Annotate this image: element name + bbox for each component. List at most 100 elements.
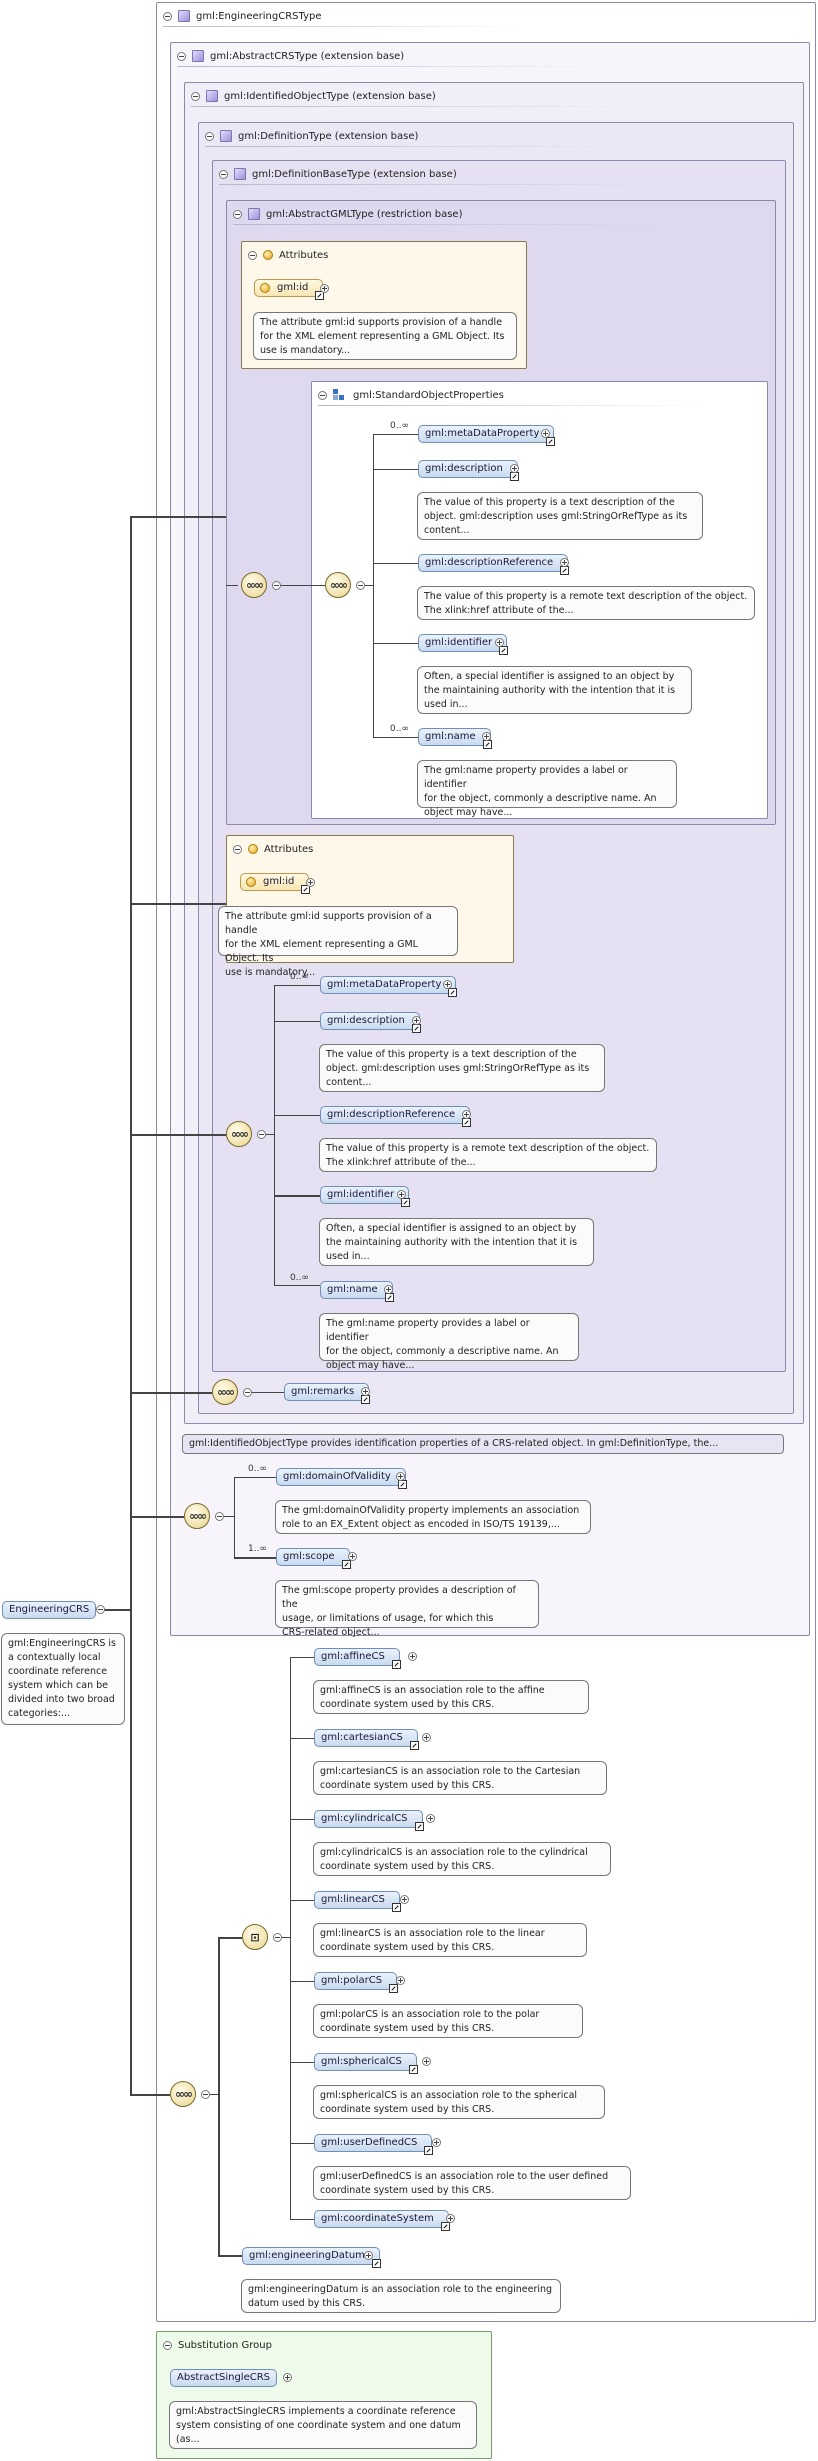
expand-toggle[interactable] — [560, 558, 569, 567]
element-identifier[interactable]: gml:identifier — [418, 634, 509, 655]
collapse-toggle[interactable] — [243, 1388, 252, 1397]
type-title: gml:AbstractGMLType (restriction base) — [266, 208, 463, 220]
element-identifier[interactable]: gml:identifier — [320, 1186, 411, 1207]
link-icon[interactable] — [482, 740, 492, 749]
collapse-toggle[interactable] — [356, 581, 365, 590]
collapse-toggle[interactable] — [163, 2340, 172, 2350]
link-icon[interactable] — [389, 1984, 399, 1993]
collapse-toggle[interactable] — [96, 1605, 105, 1614]
expand-toggle[interactable] — [397, 1190, 406, 1199]
element-cs-choice[interactable]: gml:cartesianCS — [314, 1729, 419, 1750]
collapse-toggle[interactable] — [248, 250, 257, 260]
element-description-reference[interactable]: gml:descriptionReference — [418, 554, 570, 575]
connector — [373, 737, 418, 738]
collapse-toggle[interactable] — [233, 209, 242, 219]
collapse-toggle[interactable] — [205, 131, 214, 141]
element-meta-data-property[interactable]: gml:metaDataProperty — [320, 976, 458, 997]
element-cs-choice[interactable]: gml:sphericalCS — [314, 2053, 418, 2074]
expand-toggle[interactable] — [348, 1552, 357, 1561]
link-icon[interactable] — [509, 472, 519, 481]
collapse-toggle[interactable] — [219, 169, 228, 179]
expand-toggle[interactable] — [396, 1472, 405, 1481]
expand-toggle[interactable] — [482, 732, 491, 741]
collapse-toggle[interactable] — [272, 581, 281, 590]
link-icon[interactable] — [499, 646, 509, 655]
link-icon[interactable] — [315, 291, 325, 300]
link-icon[interactable] — [301, 885, 311, 894]
link-icon[interactable] — [440, 2222, 450, 2231]
link-icon[interactable] — [414, 1822, 424, 1831]
element-cs-choice[interactable]: gml:cylindricalCS — [314, 1810, 424, 1831]
collapse-toggle[interactable] — [257, 1130, 266, 1139]
element-abstract-single-crs[interactable]: AbstractSingleCRS — [170, 2369, 277, 2387]
link-icon[interactable] — [391, 1660, 401, 1669]
cardinality-label: 0..∞ — [390, 421, 409, 431]
element-cs-choice[interactable]: gml:linearCS — [314, 1891, 401, 1912]
expand-toggle[interactable] — [541, 429, 550, 438]
element-scope[interactable]: gml:scope — [276, 1548, 351, 1569]
element-name[interactable]: gml:name — [418, 728, 492, 749]
element-meta-data-property[interactable]: gml:metaDataProperty — [418, 425, 556, 446]
collapse-toggle[interactable] — [215, 1512, 224, 1521]
link-icon[interactable] — [546, 437, 556, 446]
element-cs-choice[interactable]: gml:userDefinedCS — [314, 2134, 434, 2155]
element-description-reference[interactable]: gml:descriptionReference — [320, 1106, 472, 1127]
element-cs-choice[interactable]: gml:coordinateSystem — [314, 2210, 450, 2231]
connector — [130, 516, 226, 518]
link-icon[interactable] — [408, 2065, 418, 2074]
collapse-toggle[interactable] — [163, 11, 172, 21]
expand-toggle[interactable] — [361, 1387, 370, 1396]
attributes-title: Attributes — [264, 843, 314, 855]
collapse-toggle[interactable] — [273, 1933, 282, 1942]
expand-toggle[interactable] — [400, 1895, 409, 1904]
collapse-toggle[interactable] — [318, 390, 327, 400]
link-icon[interactable] — [391, 1903, 401, 1912]
link-icon[interactable] — [409, 1741, 419, 1750]
element-description[interactable]: gml:description — [320, 1012, 421, 1033]
element-domain-of-validity[interactable]: gml:domainOfValidity — [276, 1468, 407, 1489]
expand-toggle[interactable] — [306, 878, 315, 887]
link-icon[interactable] — [371, 2259, 381, 2268]
expand-toggle[interactable] — [408, 1652, 417, 1661]
gml-id-attribute[interactable]: gml:id — [254, 279, 325, 300]
gml-id-attribute[interactable]: gml:id — [240, 873, 311, 894]
expand-toggle[interactable] — [320, 284, 329, 293]
link-icon[interactable] — [448, 988, 458, 997]
link-icon[interactable] — [462, 1118, 472, 1127]
element-remarks[interactable]: gml:remarks — [284, 1383, 371, 1404]
link-icon[interactable] — [411, 1024, 421, 1033]
expand-toggle[interactable] — [422, 1733, 431, 1742]
link-icon[interactable] — [424, 2146, 434, 2155]
expand-toggle[interactable] — [396, 1976, 405, 1985]
link-icon[interactable] — [560, 566, 570, 575]
element-cs-choice[interactable]: gml:polarCS — [314, 1972, 399, 1993]
link-icon[interactable] — [401, 1198, 411, 1207]
expand-toggle[interactable] — [443, 980, 452, 989]
collapse-toggle[interactable] — [177, 51, 186, 61]
expand-toggle[interactable] — [510, 464, 519, 473]
expand-toggle[interactable] — [426, 1814, 435, 1823]
link-icon[interactable] — [341, 1560, 351, 1569]
element-cs-choice[interactable]: gml:affineCS — [314, 1648, 401, 1669]
collapse-toggle[interactable] — [191, 91, 200, 101]
expand-toggle[interactable] — [422, 2057, 431, 2066]
expand-toggle[interactable] — [412, 1016, 421, 1025]
expand-toggle[interactable] — [432, 2138, 441, 2147]
expand-toggle[interactable] — [384, 1285, 393, 1294]
expand-toggle[interactable] — [283, 2373, 292, 2382]
expand-toggle[interactable] — [495, 638, 504, 647]
attribute-label: gml:id — [263, 876, 295, 887]
expand-toggle[interactable] — [446, 2214, 455, 2223]
collapse-toggle[interactable] — [233, 844, 242, 854]
root-element-engineering-crs[interactable]: EngineeringCRS — [2, 1601, 97, 1619]
collapse-toggle[interactable] — [201, 2090, 210, 2099]
element-description[interactable]: gml:description — [418, 460, 519, 481]
element-engineering-datum[interactable]: gml:engineeringDatum — [242, 2247, 381, 2268]
link-icon[interactable] — [384, 1293, 394, 1302]
link-icon[interactable] — [361, 1395, 371, 1404]
element-name[interactable]: gml:name — [320, 1281, 394, 1302]
expand-toggle[interactable] — [364, 2251, 373, 2260]
expand-toggle[interactable] — [462, 1110, 471, 1119]
element-label: gml:remarks — [291, 1386, 355, 1397]
link-icon[interactable] — [397, 1480, 407, 1489]
